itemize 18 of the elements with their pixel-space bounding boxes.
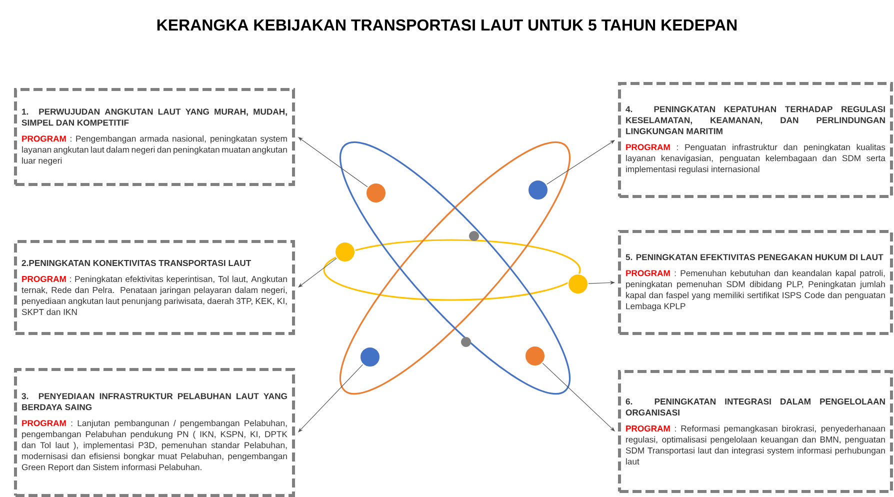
program-box: 3. PENYEDIAAN INFRASTRUKTUR PELABUHAN LAUT YANG BERDAYA SAING PROGRAM : Lanjutan pembangunan / pengembangan Pelabuhan, pengembangan Pelabuhan pendukung PN ( IKN, KSPN, KI, DPTK dan Tol laut ), implementasi P3D, pemenuhan standar Pelabuhan, modernisasi dan efisiensi bongkar muat Pelabuhan, pengembangan Green Report dan Sistem informasi Pelabuhan. [14,368,295,497]
program-box: 1. PERWUJUDAN ANGKUTAN LAUT YANG MURAH, MUDAH, SIMPEL DAN KOMPETITIF PROGRAM : Pengembangan armada nasional, peningkatan system layanan angkutan laut dalam negeri dan peningkatan muatan angkutan luar negeri [14,88,295,186]
program-box: 6. PENINGKATAN INTEGRASI DALAM PENGELOLAAN ORGANISASI PROGRAM : Reformasi pemangkasan birokrasi, penyederhanaan regulasi, optimalisasi pengelolaan keuangan dan BMN, penguatan SDM Transportasi laut dan integrasi system informasi perhubungan laut [618,370,893,493]
program-box: 4. PENINGKATAN KEPATUHAN TERHADAP REGULASI KESELAMATAN, KEAMANAN, DAN PERLINDUNGAN LINGKUNGAN MARITIM PROGRAM : Penguatan infrastruktur dan peningkatan kualitas layanan kenavigasian, penguatan kelembagaan dan SDM serta implementasi regulasi internasional [618,82,893,198]
program-box: 2.PENINGKATAN KONEKTIVITAS TRANSPORTASI LAUT PROGRAM : Peningkatan efektivitas keperintisan, Tol laut, Angkutan ternak, Rede dan Pelra. Penataan jaringan pelayaran dalam negeri, penyediaan angkutan laut penunjang pariwisata, daerah 3TP, KEK, KI, SKPT dan IKN [14,240,295,335]
arrow [546,140,615,185]
arrow [298,137,368,188]
orbit-dot [568,274,588,294]
orbit-dot [528,180,548,200]
orbit-dot [360,346,380,368]
arrow [298,364,364,432]
orbit-dot [334,242,356,262]
orbit-dot [366,182,386,204]
arrow [298,258,337,288]
orbit-dot [524,346,546,366]
arrow [542,362,615,432]
title: KERANGKA KEBIJAKAN TRANSPORTASI LAUT UNTUK 5 TAHUN KEDEPAN [157,19,737,31]
program-box: 5. PENINGKATAN EFEKTIVITAS PENEGAKAN HUKUM DI LAUT PROGRAM : Pemenuhan kebutuhan dan keandalan kapal patroli, peningkatan pemenuhan SDM dibidang PLP, Peningkatan jumlah kapal dan faspel yang memiliki sertifikat ISPS Code dan penguatan Lembaga KPLP [618,230,893,335]
